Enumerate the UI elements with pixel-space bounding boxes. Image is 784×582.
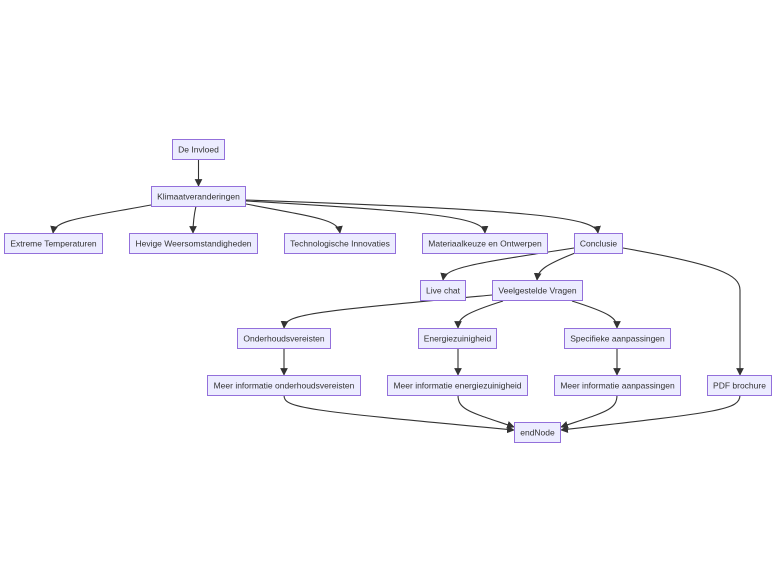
node-label: Veelgestelde Vragen [498, 286, 576, 296]
nodes: De Invloed Klimaatveranderingen Extreme … [4, 139, 772, 443]
node-technologische-innovaties[interactable]: Technologische Innovaties [284, 233, 396, 254]
edge-faq-energie [454, 300, 504, 329]
node-label: Extreme Temperaturen [10, 239, 97, 249]
node-label: Meer informatie onderhoudsvereisten [214, 381, 355, 391]
node-label: Meer informatie energiezuinigheid [393, 381, 521, 391]
node-label: Conclusie [580, 239, 618, 249]
edge-klimaat-techno [245, 203, 343, 234]
node-onderhoudsvereisten[interactable]: Onderhoudsvereisten [237, 328, 331, 349]
edge-klimaat-extreme [50, 204, 152, 234]
node-materiaalkeuze[interactable]: Materiaalkeuze en Ontwerpen [422, 233, 548, 254]
node-label: Live chat [426, 286, 461, 296]
node-klimaatveranderingen[interactable]: Klimaatveranderingen [151, 186, 246, 207]
node-hevige-weersomstandigheden[interactable]: Hevige Weersomstandigheden [129, 233, 258, 254]
node-label: PDF brochure [713, 381, 766, 391]
node-label: Energiezuinigheid [424, 334, 492, 344]
node-label: De Invloed [178, 145, 219, 155]
node-specifieke-aanpassingen[interactable]: Specifieke aanpassingen [564, 328, 671, 349]
edge-faq-specifiek [571, 300, 621, 329]
node-label: Hevige Weersomstandigheden [135, 239, 251, 249]
node-info-energiezuinigheid[interactable]: Meer informatie energiezuinigheid [387, 375, 528, 396]
edge-pdf-end [560, 394, 741, 434]
node-extreme-temperaturen[interactable]: Extreme Temperaturen [4, 233, 103, 254]
node-label: Technologische Innovaties [290, 239, 390, 249]
edge-conclusie-faq [533, 252, 576, 281]
node-info-aanpassingen[interactable]: Meer informatie aanpassingen [554, 375, 681, 396]
node-label: Specifieke aanpassingen [570, 334, 665, 344]
edge-info-aanpassingen-end [560, 394, 618, 429]
edge-klimaat-hevige [189, 205, 197, 234]
node-de-invloed[interactable]: De Invloed [172, 139, 225, 160]
edges [50, 159, 744, 434]
node-label: endNode [520, 428, 555, 438]
edge-info-energie-end [457, 394, 515, 429]
node-label: Klimaatveranderingen [157, 192, 240, 202]
node-label: Onderhoudsvereisten [243, 334, 325, 344]
node-label: Materiaalkeuze en Ontwerpen [428, 239, 542, 249]
node-conclusie[interactable]: Conclusie [574, 233, 623, 254]
node-info-onderhoudsvereisten[interactable]: Meer informatie onderhoudsvereisten [207, 375, 361, 396]
node-energiezuinigheid[interactable]: Energiezuinigheid [418, 328, 497, 349]
node-live-chat[interactable]: Live chat [420, 280, 466, 301]
edge-info-onderhoud-end [283, 394, 515, 434]
node-veelgestelde-vragen[interactable]: Veelgestelde Vragen [492, 280, 583, 301]
edge-klimaat-materiaal [245, 200, 489, 234]
edge-conclusie-pdf [622, 247, 744, 376]
node-pdf-brochure[interactable]: PDF brochure [707, 375, 772, 396]
node-end[interactable]: endNode [514, 422, 561, 443]
edge-klimaat-conclusie [245, 199, 601, 234]
node-label: Meer informatie aanpassingen [560, 381, 675, 391]
